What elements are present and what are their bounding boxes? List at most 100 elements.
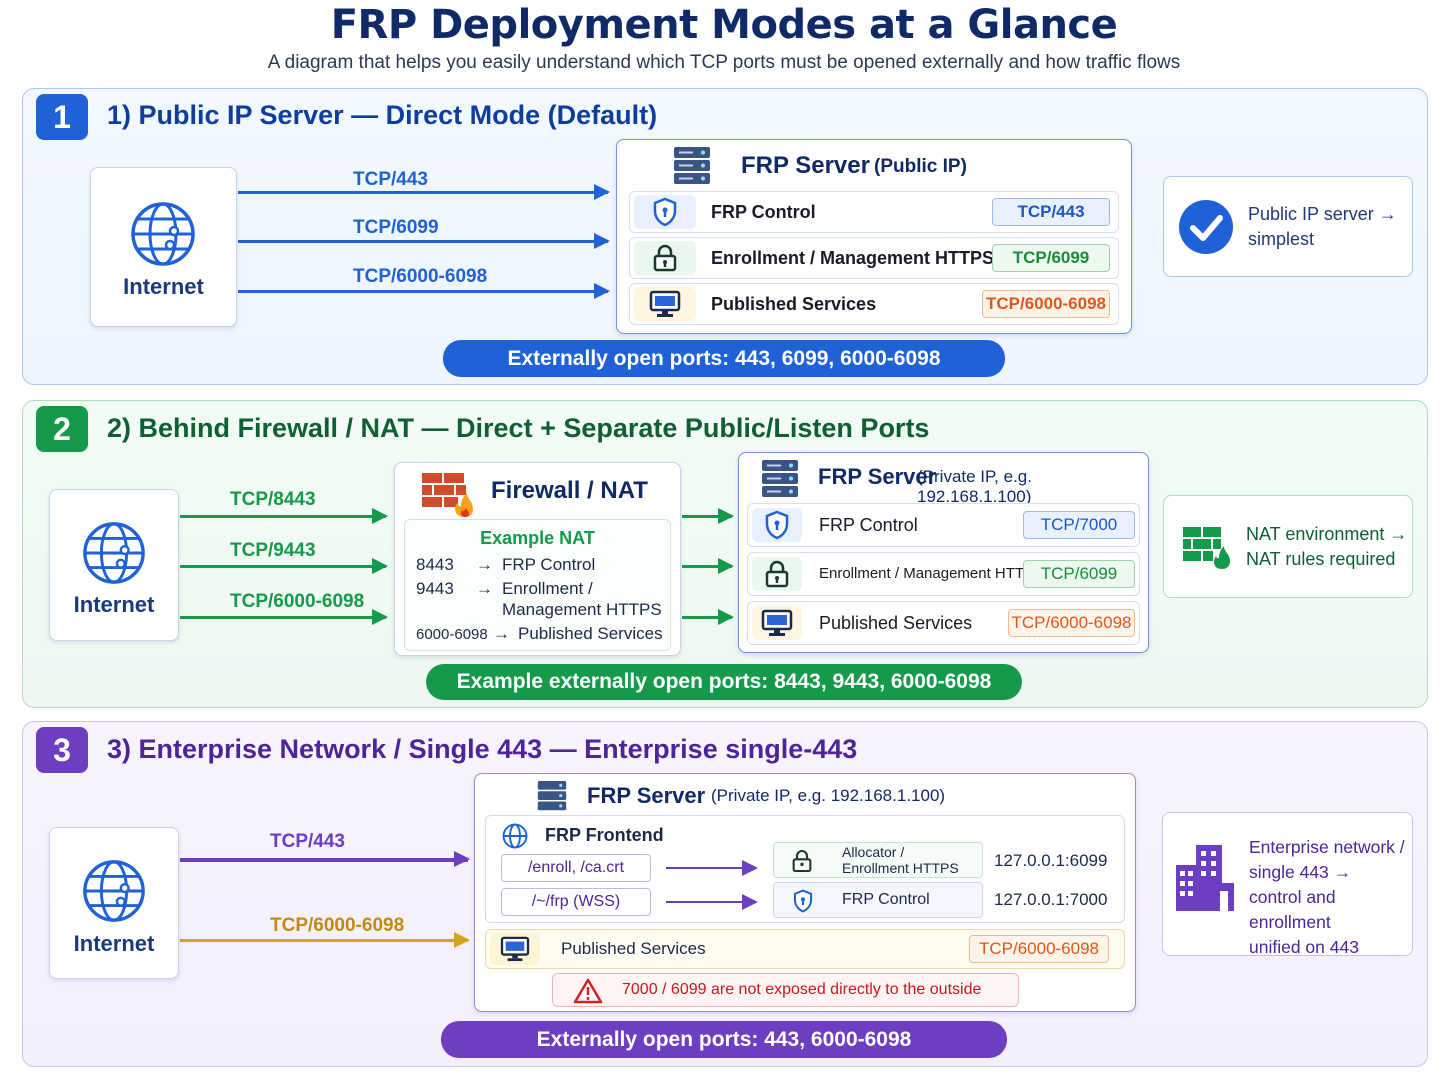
nat-arrow: → xyxy=(493,624,510,643)
route-address: 127.0.0.1:6099 xyxy=(994,851,1108,870)
flow-arrow xyxy=(682,609,734,625)
open-ports-banner: Externally open ports: 443, 6000-6098 xyxy=(441,1021,1007,1058)
warning-text: 7000 / 6099 are not exposed directly to … xyxy=(622,981,982,998)
port-label: TCP/443 xyxy=(270,831,345,852)
lock-icon xyxy=(634,241,696,275)
port-label: TCP/443 xyxy=(353,169,428,190)
building-icon xyxy=(1176,845,1234,911)
server-subtitle: (Private IP, e.g. 192.168.1.100) xyxy=(917,467,1032,506)
firewall-nat-box: Firewall / NAT Example NAT 8443 → FRP Co… xyxy=(394,462,681,656)
port-pill: TCP/7000 xyxy=(1023,511,1135,539)
flow-arrow xyxy=(180,508,388,524)
globe-icon xyxy=(83,522,145,584)
checkmark-icon xyxy=(1179,200,1233,254)
service-row: FRP Control TCP/443 xyxy=(629,191,1119,233)
route-arrow xyxy=(666,894,758,910)
route-path: /enroll, /ca.crt xyxy=(501,854,651,882)
service-row: FRP Control TCP/7000 xyxy=(747,503,1140,547)
internet-card: Internet xyxy=(90,167,237,327)
port-pill: TCP/6000-6098 xyxy=(1008,609,1135,637)
lock-icon xyxy=(752,557,802,591)
summary-card: Enterprise network / single 443 → contro… xyxy=(1162,812,1413,957)
internet-label: Internet xyxy=(73,592,155,617)
route-target-label: FRP Control xyxy=(842,891,930,908)
service-label: FRP Control xyxy=(819,515,918,535)
flow-arrow xyxy=(180,932,470,948)
service-label: Enrollment / Management HTTPS xyxy=(711,248,995,268)
nat-from: 6000-6098 xyxy=(416,626,488,643)
section-number-badge: 3 xyxy=(36,727,88,773)
flow-arrow xyxy=(180,609,388,625)
route-arrow xyxy=(666,860,758,876)
section-title: 1) Public IP Server — Direct Mode (Defau… xyxy=(107,100,658,130)
open-ports-banner: Externally open ports: 443, 6099, 6000-6… xyxy=(443,340,1005,377)
frp-server-box: FRP Server (Public IP) FRP Control TCP/4… xyxy=(616,139,1132,334)
service-label: Published Services xyxy=(819,613,973,633)
summary-card: Public IP server → simplest xyxy=(1163,176,1413,277)
service-row: Published Services TCP/6000-6098 xyxy=(629,283,1119,325)
summary-card: NAT environment → NAT rules required xyxy=(1163,495,1413,598)
server-subtitle: (Public IP) xyxy=(874,156,967,177)
lock-icon xyxy=(792,850,812,873)
frontend-title: FRP Frontend xyxy=(545,825,664,845)
globe-icon xyxy=(131,202,195,266)
server-title: FRP Server xyxy=(587,783,706,808)
nat-title: Example NAT xyxy=(480,528,595,548)
shield-icon xyxy=(634,195,696,229)
summary-text: Enterprise network / single 443 → contro… xyxy=(1249,837,1405,957)
nat-arrow: → xyxy=(476,579,493,598)
service-row: Enrollment / Management HTTPS TCP/6099 xyxy=(629,237,1119,279)
flow-arrow xyxy=(238,233,610,249)
frp-server-box: FRP Server (Private IP, e.g. 192.168.1.1… xyxy=(474,773,1136,1012)
service-label: Published Services xyxy=(561,939,706,958)
nat-to: Published Services xyxy=(518,624,663,643)
port-label: TCP/8443 xyxy=(230,489,316,510)
service-label: Published Services xyxy=(711,294,877,314)
port-label: TCP/6099 xyxy=(353,217,439,238)
port-label: TCP/6000-6098 xyxy=(353,266,488,287)
server-icon xyxy=(674,147,710,184)
summary-text: NAT environment → NAT rules required xyxy=(1246,524,1408,569)
globe-icon xyxy=(502,823,528,849)
page-title: FRP Deployment Modes at a Glance xyxy=(330,2,1118,48)
firewall-icon xyxy=(422,473,473,517)
monitor-icon xyxy=(490,933,540,965)
service-label: FRP Control xyxy=(711,202,816,222)
section-number-badge: 1 xyxy=(36,94,88,140)
frp-frontend-box: FRP Frontend /enroll, /ca.crt /~/frp (WS… xyxy=(485,815,1125,923)
route-target: FRP Control xyxy=(773,882,983,918)
firewall-title: Firewall / NAT xyxy=(491,477,648,504)
service-row: Published Services TCP/6000-6098 xyxy=(485,929,1125,969)
monitor-icon xyxy=(634,287,696,321)
page-subtitle: A diagram that helps you easily understa… xyxy=(267,52,1181,73)
nat-arrow: → xyxy=(476,555,493,574)
server-icon xyxy=(537,781,567,811)
port-pill: TCP/6000-6098 xyxy=(982,290,1110,318)
internet-card: Internet xyxy=(49,827,179,979)
port-pill: TCP/6099 xyxy=(992,244,1110,272)
internet-label: Internet xyxy=(123,274,204,299)
route-address: 127.0.0.1:7000 xyxy=(994,890,1108,909)
nat-from: 8443 xyxy=(416,555,454,574)
warning-icon xyxy=(573,978,603,1004)
shield-icon xyxy=(752,508,802,542)
port-pill: TCP/6000-6098 xyxy=(969,935,1109,963)
internet-card: Internet xyxy=(49,489,179,641)
shield-icon xyxy=(794,889,812,913)
port-pill: TCP/443 xyxy=(992,198,1110,226)
warning-banner: 7000 / 6099 are not exposed directly to … xyxy=(552,973,1019,1007)
internet-label: Internet xyxy=(73,931,155,956)
nat-to: Enrollment / xyxy=(502,579,593,598)
globe-icon xyxy=(83,860,145,922)
frp-server-box: FRP Server (Private IP, e.g. 192.168.1.1… xyxy=(738,452,1149,653)
open-ports-banner: Example externally open ports: 8443, 944… xyxy=(426,664,1022,700)
nat-table: Example NAT 8443 → FRP Control 9443 → En… xyxy=(404,519,671,651)
port-label: TCP/6000-6098 xyxy=(270,915,405,936)
service-label: Enrollment / Management HTTPS xyxy=(819,565,1045,582)
service-row: Enrollment / Management HTTPS TCP/6099 xyxy=(747,552,1140,596)
nat-from: 9443 xyxy=(416,579,454,598)
flow-arrow xyxy=(238,184,610,200)
section-number-badge: 2 xyxy=(36,406,88,452)
server-title: FRP Server xyxy=(818,464,937,489)
route-target: Allocator / Enrollment HTTPS xyxy=(773,842,983,878)
